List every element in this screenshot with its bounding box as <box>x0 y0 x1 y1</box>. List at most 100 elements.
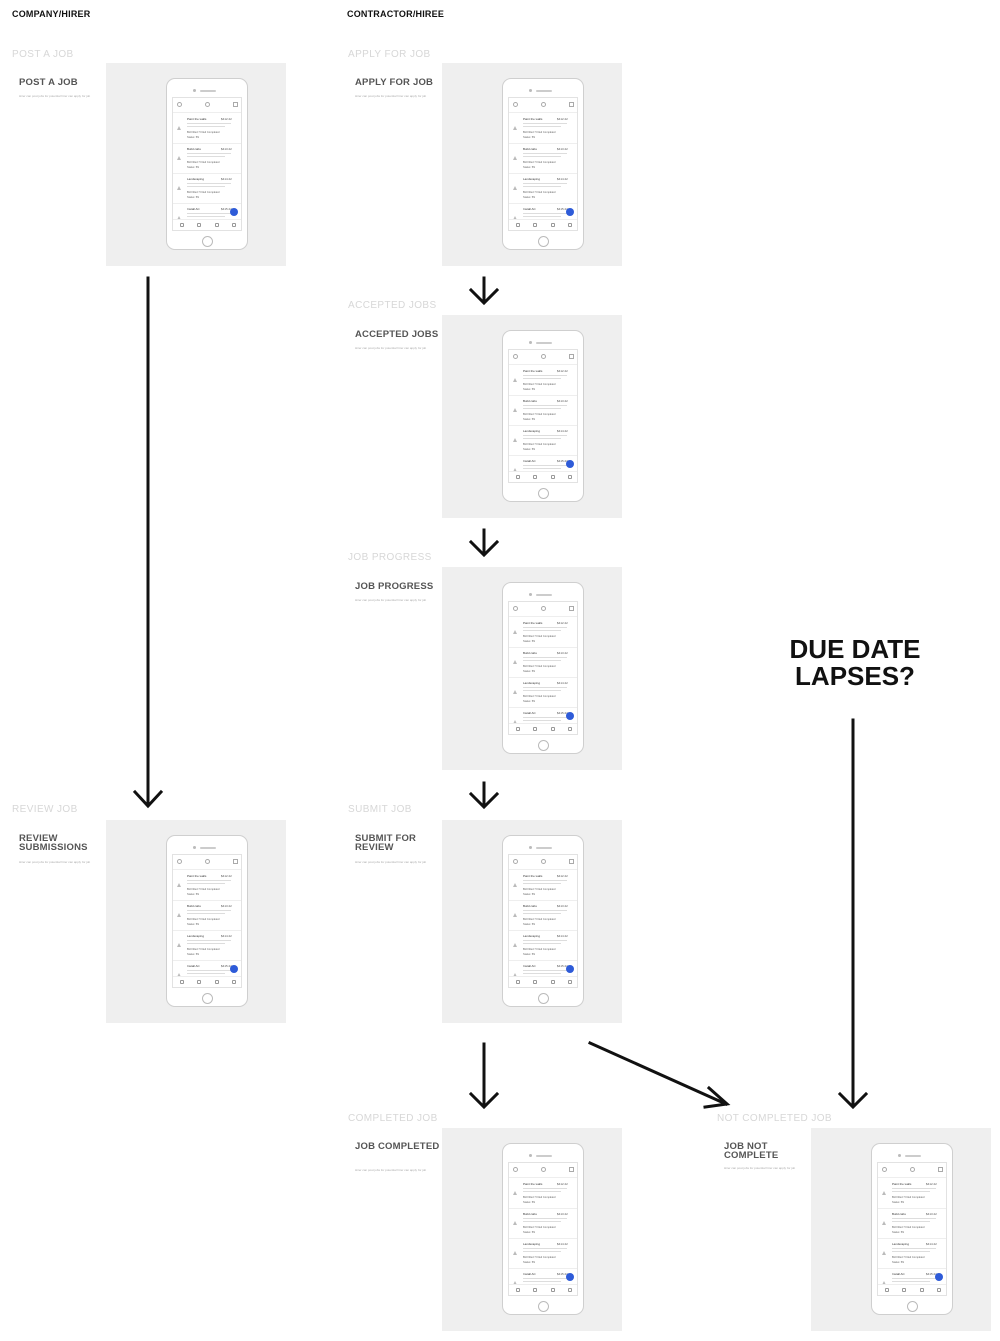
home-tab-icon[interactable] <box>516 223 520 227</box>
add-job-button[interactable] <box>230 208 238 216</box>
job-amount: $414.22 <box>557 1242 568 1246</box>
menu-icon[interactable] <box>569 1167 574 1172</box>
home-tab-icon[interactable] <box>516 980 520 984</box>
notifications-tab-icon[interactable] <box>551 980 555 984</box>
search-tab-icon[interactable] <box>533 475 537 479</box>
profile-tab-icon[interactable] <box>568 980 572 984</box>
job-list-item[interactable]: Install AC$415.22 <box>509 1268 577 1295</box>
settings-icon[interactable] <box>513 102 518 107</box>
search-tab-icon[interactable] <box>533 1288 537 1292</box>
profile-tab-icon[interactable] <box>232 980 236 984</box>
add-job-button[interactable] <box>566 1273 574 1281</box>
home-tab-icon[interactable] <box>516 1288 520 1292</box>
menu-icon[interactable] <box>569 859 574 864</box>
menu-icon[interactable] <box>569 102 574 107</box>
job-meta: Bid Filled 7 Filed Completed <box>523 635 556 638</box>
notifications-tab-icon[interactable] <box>215 223 219 227</box>
settings-icon[interactable] <box>177 859 182 864</box>
menu-icon[interactable] <box>569 354 574 359</box>
job-list-item[interactable]: Install AC$415.22 <box>509 203 577 230</box>
search-tab-icon[interactable] <box>197 223 201 227</box>
home-tab-icon[interactable] <box>516 727 520 731</box>
search-tab-icon[interactable] <box>533 727 537 731</box>
home-tab-icon[interactable] <box>516 475 520 479</box>
settings-icon[interactable] <box>513 859 518 864</box>
add-job-button[interactable] <box>935 1273 943 1281</box>
menu-icon[interactable] <box>938 1167 943 1172</box>
home-tab-icon[interactable] <box>885 1288 889 1292</box>
profile-tab-icon[interactable] <box>568 1288 572 1292</box>
home-button <box>538 488 549 499</box>
job-amount: $414.22 <box>557 934 568 938</box>
add-job-button[interactable] <box>230 965 238 973</box>
notifications-tab-icon[interactable] <box>551 1288 555 1292</box>
profile-tab-icon[interactable] <box>937 1288 941 1292</box>
job-amount: $414.22 <box>557 429 568 433</box>
notifications-tab-icon[interactable] <box>551 475 555 479</box>
add-job-button[interactable] <box>566 460 574 468</box>
lock-icon <box>910 1167 915 1172</box>
menu-icon[interactable] <box>233 859 238 864</box>
job-title: Install AC <box>523 1272 536 1276</box>
notifications-tab-icon[interactable] <box>551 727 555 731</box>
search-tab-icon[interactable] <box>533 980 537 984</box>
notifications-tab-icon[interactable] <box>920 1288 924 1292</box>
notifications-tab-icon[interactable] <box>551 223 555 227</box>
job-list-item[interactable]: Install AC$415.22 <box>509 707 577 734</box>
job-list-item[interactable]: Install AC$415.22 <box>173 960 241 987</box>
speaker-grille <box>536 847 552 849</box>
settings-icon[interactable] <box>177 102 182 107</box>
menu-icon[interactable] <box>569 606 574 611</box>
notifications-tab-icon[interactable] <box>215 980 219 984</box>
settings-icon[interactable] <box>513 354 518 359</box>
menu-icon[interactable] <box>233 102 238 107</box>
search-tab-icon[interactable] <box>197 980 201 984</box>
job-title: Build cabs <box>523 147 537 151</box>
home-tab-icon[interactable] <box>180 223 184 227</box>
job-list-item[interactable]: Install AC$415.22 <box>509 455 577 482</box>
job-list-item[interactable]: Install AC$415.22 <box>173 203 241 230</box>
lock-icon <box>541 1167 546 1172</box>
profile-tab-icon[interactable] <box>568 727 572 731</box>
job-meta: Bid Filled 7 Filed Completed <box>892 1256 925 1259</box>
search-tab-icon[interactable] <box>533 223 537 227</box>
profile-tab-icon[interactable] <box>568 475 572 479</box>
settings-icon[interactable] <box>513 606 518 611</box>
settings-icon[interactable] <box>882 1167 887 1172</box>
job-list-item[interactable]: Install AC$415.22 <box>878 1268 946 1295</box>
profile-tab-icon[interactable] <box>232 223 236 227</box>
home-tab-icon[interactable] <box>180 980 184 984</box>
add-job-button[interactable] <box>566 208 574 216</box>
add-job-button[interactable] <box>566 712 574 720</box>
search-tab-icon[interactable] <box>902 1288 906 1292</box>
job-list-item[interactable]: Install AC$415.22 <box>509 960 577 987</box>
settings-icon[interactable] <box>513 1167 518 1172</box>
profile-tab-icon[interactable] <box>568 223 572 227</box>
add-job-button[interactable] <box>566 965 574 973</box>
